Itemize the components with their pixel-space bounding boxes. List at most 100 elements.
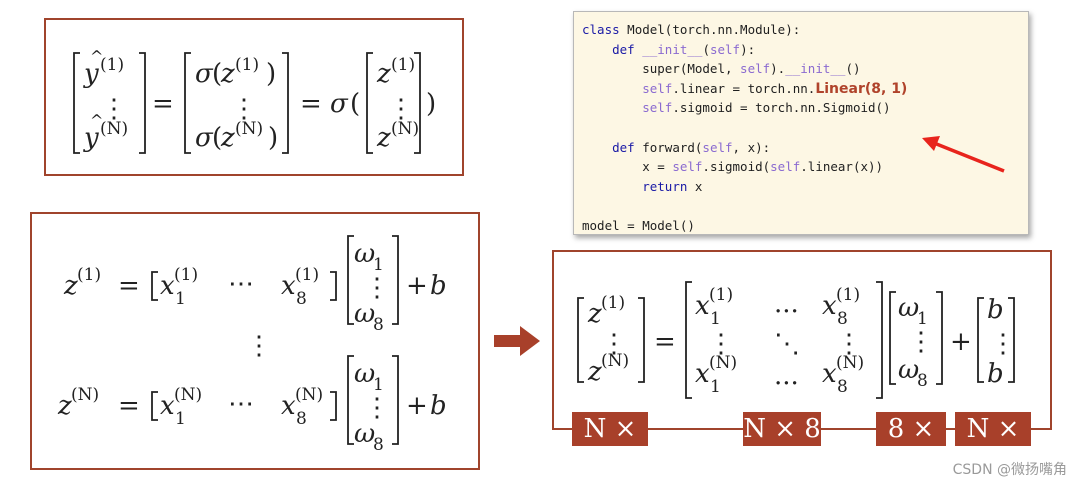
mb-vdots: ⋮ [990,329,1016,359]
y-hat-n: y [83,123,99,153]
row1-eq: = [118,271,140,301]
mz-1-sup: (1) [601,293,625,313]
code-token: () [845,61,861,77]
code-token: .sigmoid( [702,159,771,175]
code-token: Model(torch.nn.Module): [619,22,801,37]
code-token: self [642,80,673,96]
y-hat-1: y [83,59,99,89]
hat-mark-1: ^ [90,47,103,66]
code-token [582,100,642,115]
code-token: x [687,178,703,194]
code-line: self.sigmoid = torch.nn.Sigmoid() [582,98,1028,118]
row1-w8-sub: 8 [373,315,384,335]
code-line [582,196,1028,216]
code-token: ). [770,61,786,77]
mx-18-sup: (1) [836,285,860,305]
dim-badge-z: N × 1 [572,412,648,478]
row1-wdots: ⋮ [364,273,390,303]
code-token: self [740,61,771,77]
rown-w8-sub: 8 [373,435,384,455]
mw-vdots: ⋮ [908,327,934,357]
code-token: .linear(x)) [800,159,884,175]
mx-n8: x [822,359,837,389]
mx-r1-dots: ... [774,289,799,319]
rown-w1-sub: 1 [373,375,384,395]
hat-mark-n: ^ [90,111,103,130]
lp-1: ( [212,59,222,89]
rp-outer: ) [426,89,436,119]
code-token: class [582,22,620,37]
code-token: x = [582,159,673,175]
rown-w8: ω [354,419,375,449]
rown-x1-sup: (N) [174,385,202,405]
row1-dots: ⋯ [228,269,254,299]
mx-n1-sub: 1 [710,377,721,397]
row1-sup: (1) [77,265,101,285]
highlighted-token: Linear(8, 1) [815,80,908,97]
per-sample-equations: z (1) = x (1) 1 ⋯ x (1) 8 ω 1 ⋮ ω 8 + b … [57,235,447,455]
vdots-3: ⋮ [388,94,414,124]
sigmoid-equation-box: y ^ (1) ⋮ y ^ (N) = σ ( z (1) ) ⋮ σ ( z … [44,18,464,176]
vdots-2: ⋮ [231,94,257,124]
sup-znb: (N) [391,119,419,139]
code-line: super(Model, self).__init__() [582,59,1028,79]
sup-n: (N) [100,119,128,139]
sigmoid-equation: y ^ (1) ⋮ y ^ (N) = σ ( z (1) ) ⋮ σ ( z … [73,47,436,154]
mx-rn-dots: ... [774,361,799,391]
code-token: ( [702,41,710,57]
mx-18: x [822,291,837,321]
dim-badge-x: N × 8 [743,412,821,446]
z-nb: z [376,123,391,153]
rp-1: ) [266,59,276,89]
mx-n8-sup: (N) [836,353,864,373]
code-line: class Model(torch.nn.Module): [582,20,1028,40]
rown-plus: + [406,391,428,421]
rown-z: z [57,391,72,421]
row1-x1: x [160,271,175,301]
rown-sup: (N) [71,385,99,405]
lp-n: ( [212,123,222,153]
mw-1: ω [898,293,919,323]
rown-eq: = [118,391,140,421]
sup-zn: (N) [235,119,263,139]
code-panel: class Model(torch.nn.Module): def __init… [573,11,1029,235]
row1-z: z [63,271,78,301]
code-token: forward( [634,139,703,155]
row1-w1-sub: 1 [373,255,384,275]
mx-n1-sup: (N) [709,353,737,373]
code-line: def forward(self, x): [582,138,1028,158]
code-token: def [612,139,635,155]
rown-x8-sup: (N) [295,385,323,405]
matrix-equation-box: z (1) ⋮ z (N) = x (1) 1 ... x (1) 8 ⋮ ⋱ … [552,250,1052,430]
row1-plus: + [406,271,428,301]
rown-dots: ⋯ [228,389,254,419]
rown-b: b [430,391,447,421]
rown-x8-sub: 8 [296,409,307,429]
code-token: self [702,139,733,155]
code-token: self [709,41,741,57]
mx-18-sub: 8 [837,309,848,329]
code-token: .sigmoid = torch.nn.Sigmoid() [672,100,891,116]
code-token: , x): [732,139,771,155]
mb-1: b [987,295,1004,325]
code-token: .linear = torch.nn. [672,80,816,96]
row1-w8: ω [354,299,375,329]
code-token [582,81,642,96]
row1-x8-sup: (1) [295,265,319,285]
mx-c8-vdots: ⋮ [836,329,862,359]
row1-b: b [430,271,447,301]
row1-x8-sub: 8 [296,289,307,309]
row1-w1: ω [354,239,375,269]
mw-1-sub: 1 [917,309,928,329]
mx-ddots: ⋱ [774,329,800,359]
z-1b: z [376,59,391,89]
matrix-equation: z (1) ⋮ z (N) = x (1) 1 ... x (1) 8 ⋮ ⋱ … [577,281,1016,399]
mx-n8-sub: 8 [837,377,848,397]
vdots-1: ⋮ [101,94,127,124]
code-token: model = Model() [582,217,695,233]
mx-n1: x [695,359,710,389]
right-arrow-icon [494,326,540,356]
code-token: __init__ [785,61,846,77]
sigma-n: σ [195,123,214,153]
rown-x1: x [160,391,175,421]
